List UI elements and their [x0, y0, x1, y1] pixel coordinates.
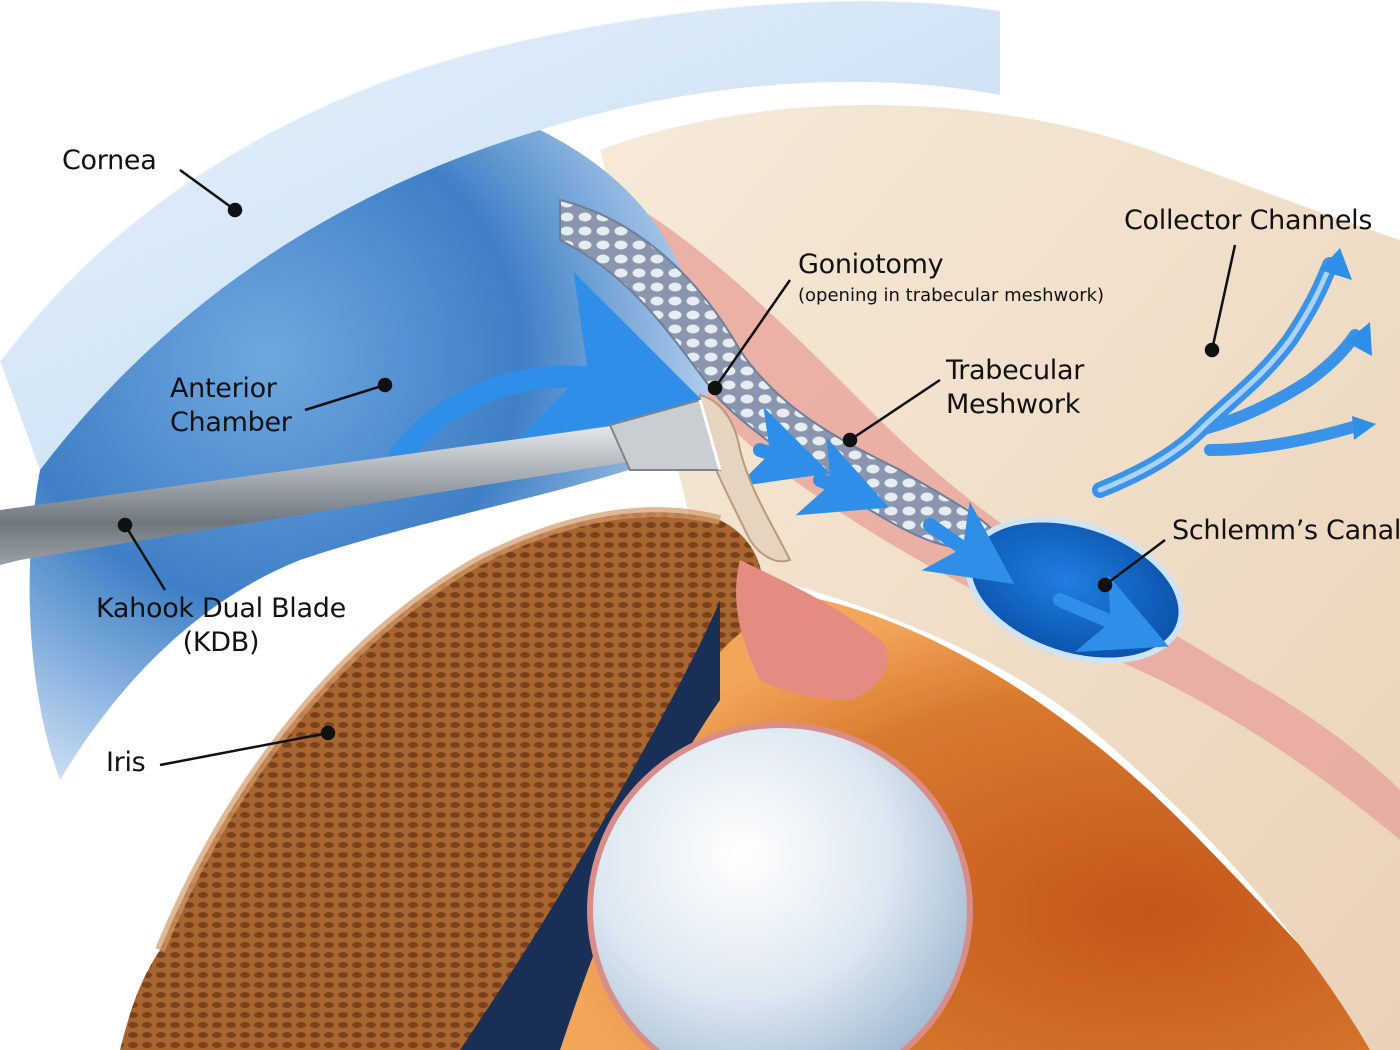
- leader-lines: [117, 168, 1237, 767]
- trabecular-meshwork-label: Trabecular Meshwork: [946, 355, 1085, 420]
- cornea-label: Cornea: [62, 145, 157, 176]
- iris-tissue: [120, 512, 764, 1050]
- outflow-arrowheads: [1320, 248, 1376, 440]
- cornea-shape: [0, 0, 1000, 470]
- aqueous-flow-arrows: [389, 271, 1169, 653]
- kahook-dual-blade-label: Kahook Dual Blade (KDB): [96, 593, 346, 658]
- goniotomy-note: (opening in trabecular meshwork): [798, 285, 1105, 306]
- goniotomy-label: Goniotomy: [798, 249, 944, 280]
- kahook-dual-blade-instrument: [0, 398, 722, 565]
- collector-channels-vessels: [1092, 257, 1366, 498]
- pupil-gap: [460, 600, 720, 1050]
- schlemms-canal-label: Schlemm’s Canal: [1172, 515, 1400, 546]
- goniotomy-tissue-flap: [699, 393, 792, 563]
- collector-channels-label: Collector Channels: [1124, 205, 1373, 236]
- iris-label: Iris: [106, 747, 146, 778]
- anterior-chamber-label: Anterior Chamber: [170, 373, 292, 438]
- lens: [587, 722, 973, 1050]
- ciliary-body: [736, 560, 889, 700]
